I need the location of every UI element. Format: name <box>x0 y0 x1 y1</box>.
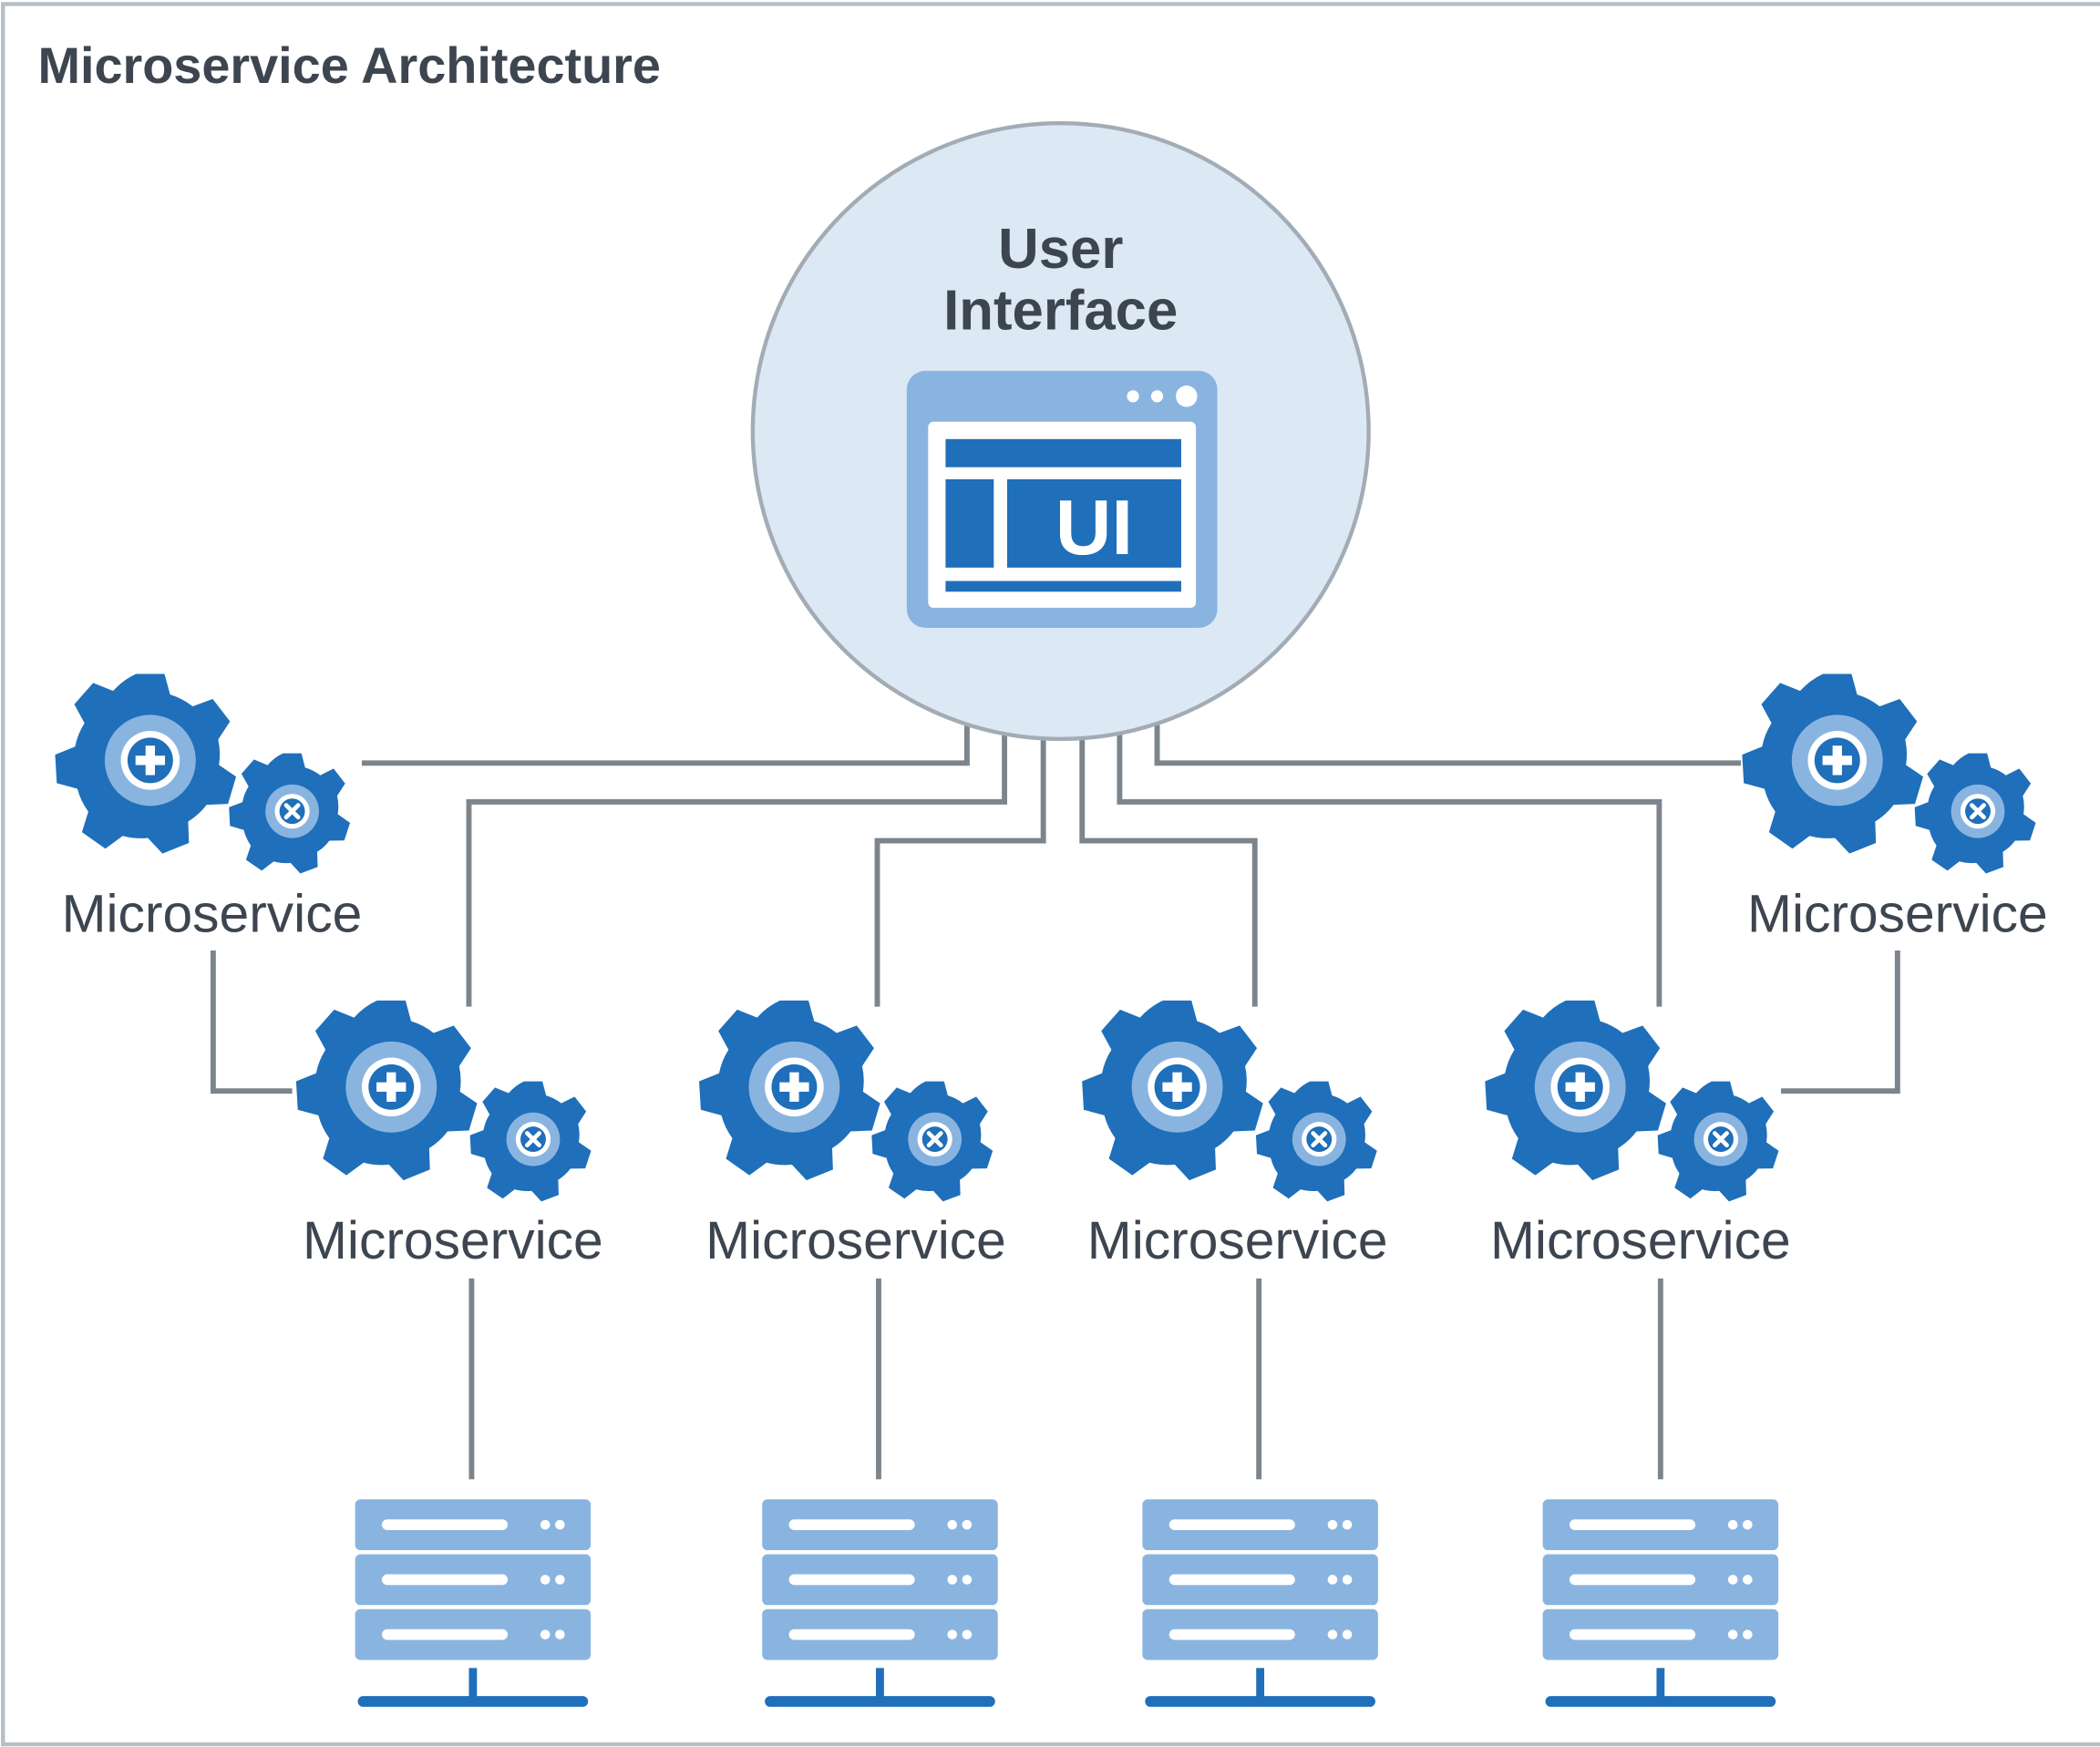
server-stack-icon-4 <box>1542 1499 1779 1707</box>
connector-ui-to-ms-2 <box>874 733 1046 1007</box>
microservice-label: Microservice <box>705 1211 1006 1270</box>
microservice-3: Microservice <box>1082 1000 1388 1270</box>
gears-icon <box>55 673 350 873</box>
microservice-label: Microservice <box>303 1211 603 1270</box>
microservice-2: Microservice <box>699 1000 1006 1270</box>
diagram-title: Microservice Architecture <box>37 36 660 94</box>
ui-label-line1: User <box>998 218 1123 281</box>
microservice-label: Microservice <box>1747 884 2048 943</box>
connector-ui-to-ms-top-right <box>1154 723 1741 766</box>
connector-ui-to-ms-1 <box>466 729 1007 1007</box>
microservice-4: Microservice <box>1485 1000 1791 1270</box>
microservice-1: Microservice <box>295 1000 603 1270</box>
connector-ui-to-ms-3 <box>1079 733 1258 1007</box>
ui-icon-text: UI <box>1055 485 1133 571</box>
connectors <box>210 723 1900 1480</box>
server-stack-icon-3 <box>1142 1499 1378 1707</box>
gears-icon <box>295 1000 592 1201</box>
user-interface-node: User Interface UI <box>750 120 1371 742</box>
gears-icon <box>1742 673 2035 873</box>
ui-label-line2: Interface <box>943 279 1178 342</box>
gears-icon <box>1082 1000 1377 1201</box>
microservice-label: Microservice <box>1490 1211 1791 1270</box>
browser-window-icon: UI <box>906 370 1218 628</box>
gears-icon <box>1485 1000 1778 1201</box>
microservice-label: Microservice <box>1087 1211 1388 1270</box>
microservice-top-left: Microservice <box>55 673 362 943</box>
server-stack-icon-2 <box>762 1499 998 1707</box>
connector-ms-top-left-to-ms-1 <box>210 950 293 1094</box>
server-stack-icon-1 <box>355 1499 592 1707</box>
microservice-top-right: Microservice <box>1742 673 2048 943</box>
connector-ms-top-right-to-ms-4 <box>1781 950 1900 1094</box>
microservice-label: Microservice <box>62 884 363 943</box>
connector-ui-to-ms-4 <box>1117 729 1662 1007</box>
gears-icon <box>699 1000 993 1201</box>
connector-ui-to-ms-top-left <box>361 723 970 766</box>
